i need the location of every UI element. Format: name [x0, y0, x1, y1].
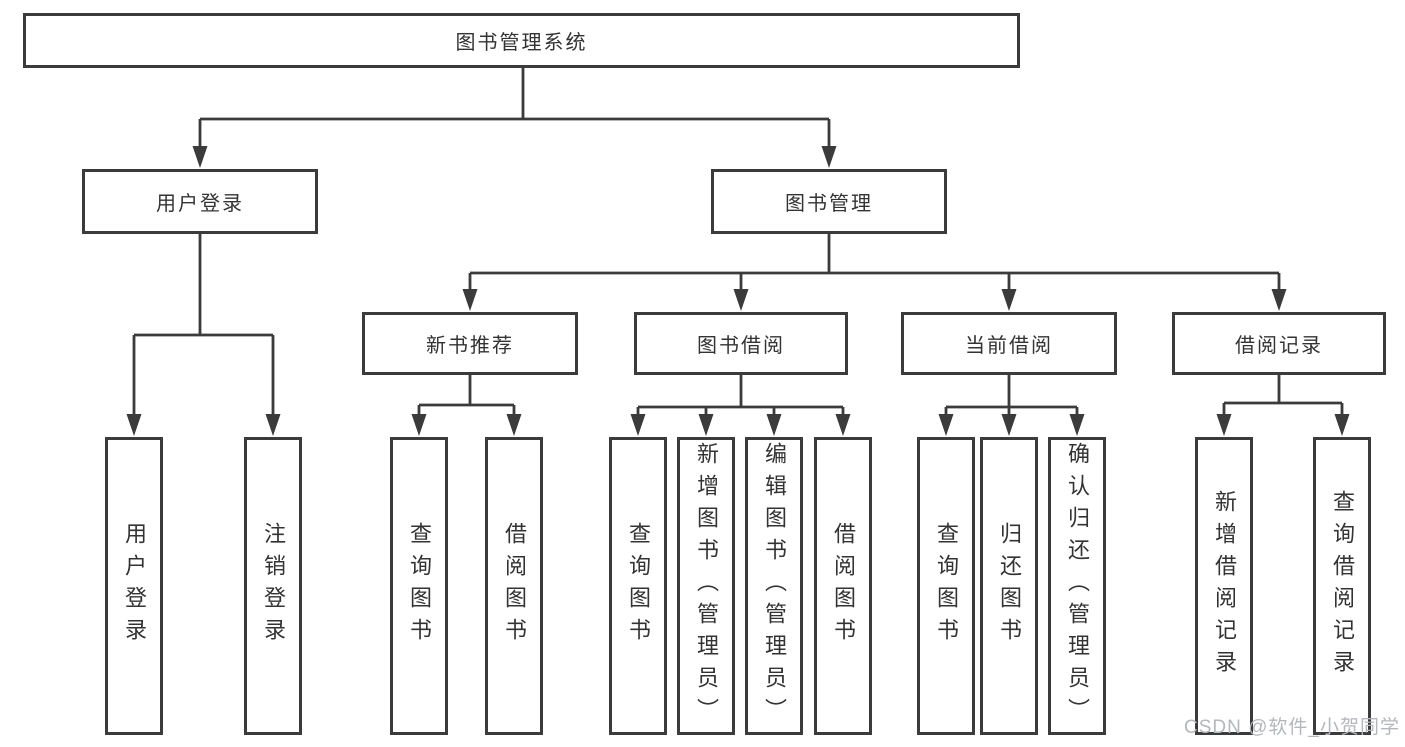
node-label: 借阅记录 — [1235, 335, 1323, 357]
leaf-label: 确认归还（管理员） — [1065, 442, 1090, 730]
leaf-logout: 注销登录 — [244, 437, 302, 735]
leaf-label: 查询图书 — [934, 522, 959, 650]
node-label: 图书借阅 — [697, 335, 785, 357]
leaf-label: 新增借阅记录 — [1212, 490, 1237, 682]
leaf-label: 查询图书 — [407, 522, 432, 650]
leaf-bb-borrow-books: 借阅图书 — [814, 437, 872, 735]
leaf-label: 归还图书 — [997, 522, 1022, 650]
leaf-br-add-record: 新增借阅记录 — [1195, 437, 1253, 735]
leaf-cb-query-books: 查询图书 — [917, 437, 975, 735]
leaf-cb-return-books: 归还图书 — [980, 437, 1038, 735]
leaf-label: 查询借阅记录 — [1330, 490, 1355, 682]
node-borrowing-records: 借阅记录 — [1172, 312, 1386, 375]
leaf-label: 查询图书 — [626, 522, 651, 650]
leaf-label: 注销登录 — [261, 522, 286, 650]
connector-paths — [132, 68, 1344, 415]
node-label: 用户登录 — [156, 193, 244, 215]
node-label: 当前借阅 — [965, 335, 1053, 357]
arrowheads — [126, 146, 1350, 436]
leaf-label: 借阅图书 — [831, 522, 856, 650]
leaf-label: 用户登录 — [122, 522, 147, 650]
leaf-label: 新增图书（管理员） — [694, 442, 719, 730]
leaf-br-query-record: 查询借阅记录 — [1313, 437, 1371, 735]
node-label: 图书管理 — [785, 193, 873, 215]
node-new-book-recommendation: 新书推荐 — [362, 312, 578, 375]
leaf-cb-confirm-return-admin: 确认归还（管理员） — [1048, 437, 1106, 735]
leaf-nb-borrow-books: 借阅图书 — [485, 437, 543, 735]
node-label: 新书推荐 — [426, 335, 514, 357]
leaf-bb-add-books-admin: 新增图书（管理员） — [677, 437, 735, 735]
csdn-watermark: CSDN @软件_小贺同学 — [1184, 717, 1400, 738]
node-book-management: 图书管理 — [711, 169, 947, 234]
node-user-login: 用户登录 — [82, 169, 318, 234]
leaf-label: 编辑图书（管理员） — [762, 442, 787, 730]
node-book-borrowing: 图书借阅 — [634, 312, 848, 375]
leaf-nb-query-books: 查询图书 — [390, 437, 448, 735]
node-library-management-system: 图书管理系统 — [23, 13, 1020, 68]
leaf-bb-edit-books-admin: 编辑图书（管理员） — [745, 437, 803, 735]
leaf-bb-query-books: 查询图书 — [609, 437, 667, 735]
leaf-label: 借阅图书 — [502, 522, 527, 650]
node-current-borrowing: 当前借阅 — [901, 312, 1117, 375]
node-label: 图书管理系统 — [455, 32, 588, 54]
leaf-user-login: 用户登录 — [105, 437, 163, 735]
